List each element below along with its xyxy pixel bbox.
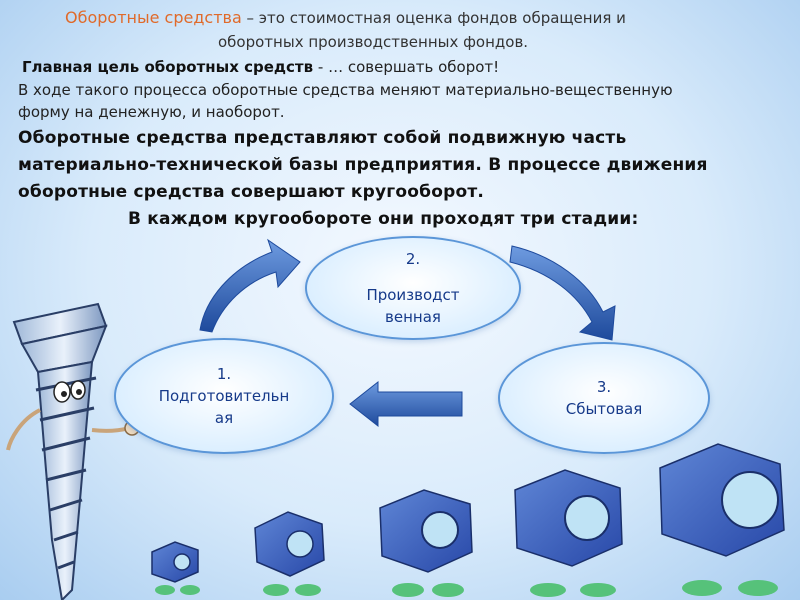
nut-character-icon xyxy=(379,489,473,597)
arrow-down-icon xyxy=(509,245,616,341)
arrow-up-icon xyxy=(199,238,301,333)
arrow-left-icon xyxy=(349,380,463,428)
definition-line-2: оборотных производственных фондов. xyxy=(218,33,529,51)
nut-character-icon xyxy=(659,443,785,596)
process-line-2: форму на денежную, и наоборот. xyxy=(18,103,285,121)
screw-character-icon xyxy=(6,302,140,600)
definition-term: Оборотные средства xyxy=(65,8,242,27)
stage-production: 2. Производственная xyxy=(305,236,521,340)
process-line-1: В ходе такого процесса оборотные средств… xyxy=(18,81,673,99)
definition-rest: – это стоимостная оценка фондов обращени… xyxy=(241,9,626,27)
nut-character-icon xyxy=(254,511,325,596)
stage-sales: 3. Сбытовая xyxy=(498,342,710,454)
nut-character-icon xyxy=(514,469,623,597)
stage-label: Производственная xyxy=(366,286,460,326)
stage-preparatory: 1. Подготовительная xyxy=(114,338,334,454)
stage-number: 1. xyxy=(216,365,232,383)
goal-bold: Главная цель оборотных средств xyxy=(22,58,314,76)
statement-line-3: оборотные средства совершают кругооборот… xyxy=(18,182,485,202)
stage-label: Подготовительная xyxy=(158,387,290,427)
nut-character-icon xyxy=(151,541,200,595)
stage-number: 2. xyxy=(405,250,421,268)
stage-number: 3. xyxy=(596,378,612,396)
goal-rest: - … совершать оборот! xyxy=(313,58,500,76)
definition-line-1: Оборотные средства – это стоимостная оце… xyxy=(65,8,626,27)
stage-label: Сбытовая xyxy=(565,400,643,418)
statement-line-4: В каждом кругообороте они проходят три с… xyxy=(128,209,639,229)
goal-line: Главная цель оборотных средств - … совер… xyxy=(22,57,499,76)
statement-line-2: материально-технической базы предприятия… xyxy=(18,155,708,175)
statement-line-1: Оборотные средства представляют собой по… xyxy=(18,128,627,148)
